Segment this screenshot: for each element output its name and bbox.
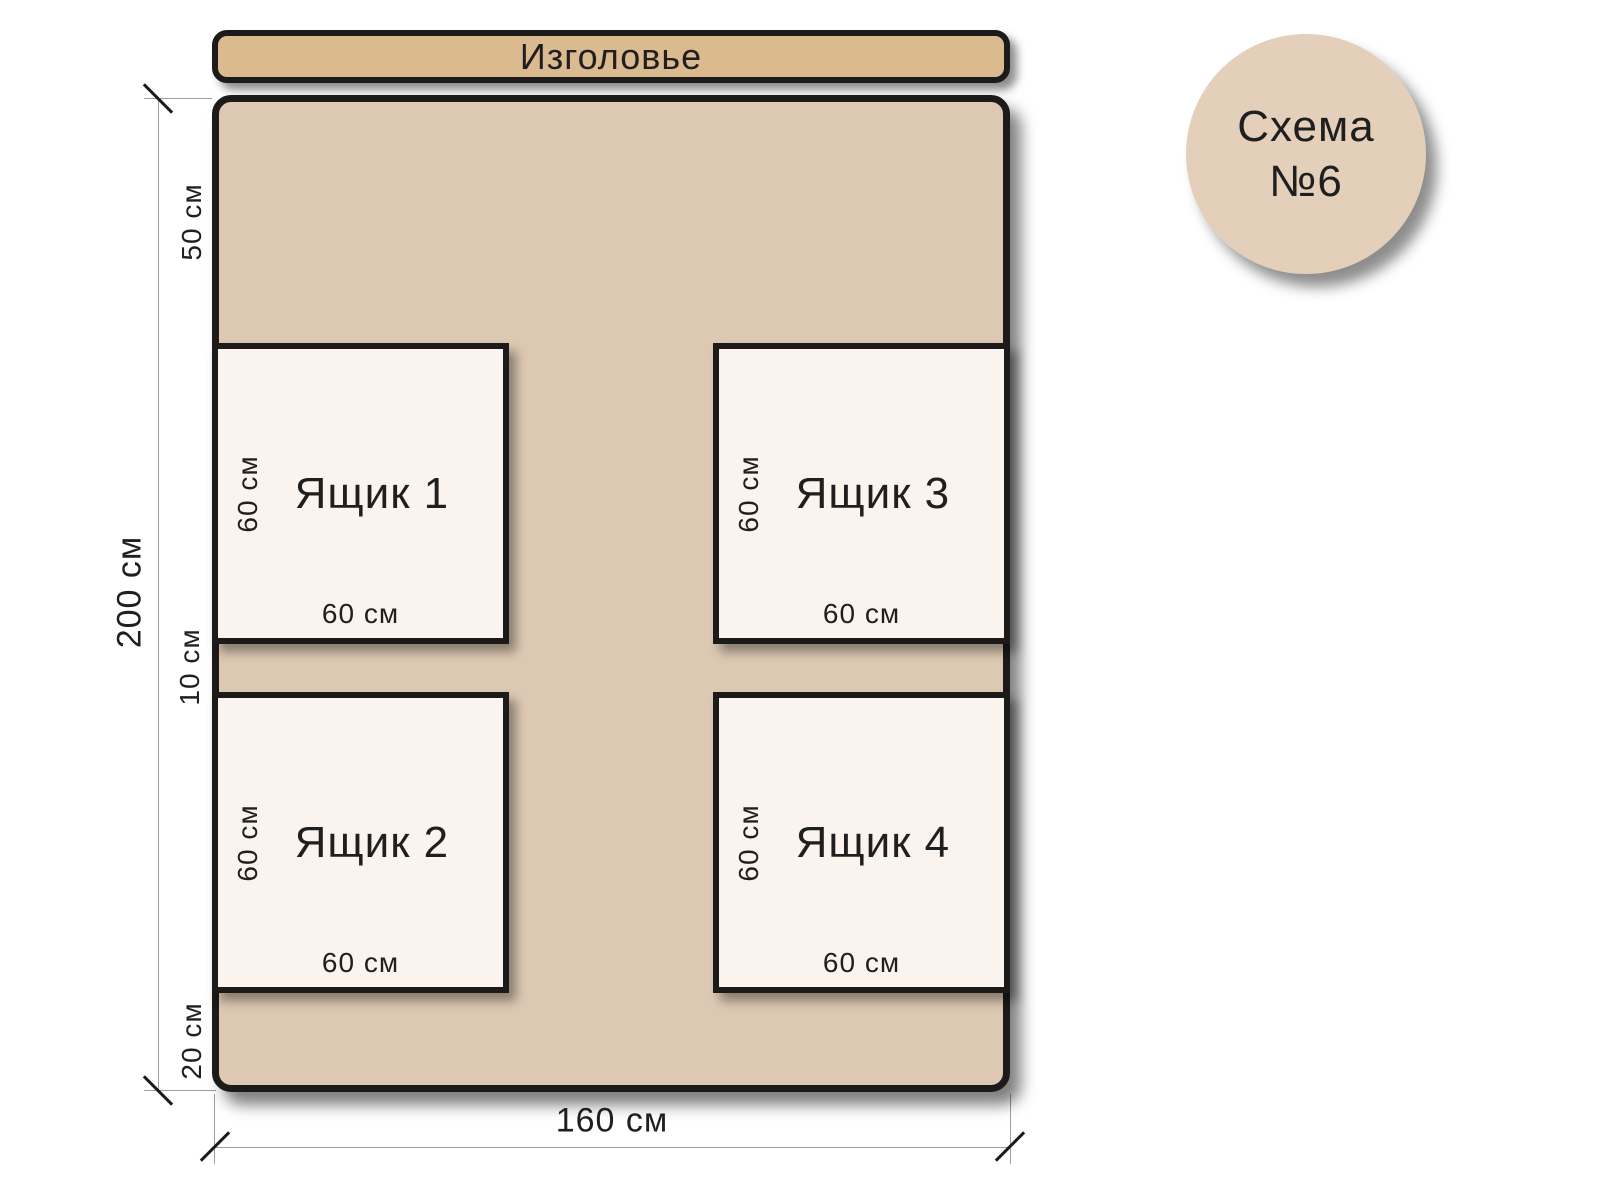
drawer-2: 60 см Ящик 2 60 см — [212, 692, 509, 993]
drawer-4-height-label: 60 см — [733, 803, 764, 882]
height-dim-top-connector — [144, 98, 212, 99]
drawer-3-height-label: 60 см — [733, 454, 764, 533]
headboard: Изголовье — [212, 30, 1010, 83]
drawer-2-height-label: 60 см — [232, 803, 263, 882]
dim-label-total-width: 160 см — [555, 1101, 669, 1140]
width-dim-left-extension — [214, 1094, 215, 1164]
dim-label-bottom-gap: 20 см — [176, 1002, 207, 1080]
width-dimension-line — [214, 1147, 1010, 1148]
scheme-badge-number: №6 — [1269, 157, 1343, 206]
drawer-4: 60 см Ящик 4 60 см — [713, 692, 1010, 993]
drawer-3-width-label: 60 см — [822, 598, 901, 629]
height-dimension-line — [158, 99, 159, 1091]
drawer-4-width-label: 60 см — [822, 947, 901, 978]
drawer-3-name: Ящик 3 — [795, 468, 951, 518]
dim-label-top-gap: 50 см — [176, 183, 207, 261]
drawer-1-name: Ящик 1 — [294, 468, 450, 518]
scheme-badge: Схема №6 — [1186, 34, 1426, 274]
headboard-label: Изголовье — [519, 35, 703, 77]
height-dim-bottom-connector — [144, 1090, 216, 1091]
drawer-1-height-label: 60 см — [232, 454, 263, 533]
drawer-1: 60 см Ящик 1 60 см — [212, 343, 509, 644]
drawer-2-name: Ящик 2 — [294, 817, 450, 867]
drawer-4-name: Ящик 4 — [795, 817, 951, 867]
drawer-1-width-label: 60 см — [321, 598, 400, 629]
width-dim-right-extension — [1010, 1094, 1011, 1164]
drawer-3: 60 см Ящик 3 60 см — [713, 343, 1010, 644]
dim-label-total-height: 200 см — [110, 535, 149, 649]
dim-label-middle-gap: 10 см — [174, 628, 205, 706]
scheme-badge-title: Схема — [1237, 102, 1375, 151]
drawer-2-width-label: 60 см — [321, 947, 400, 978]
